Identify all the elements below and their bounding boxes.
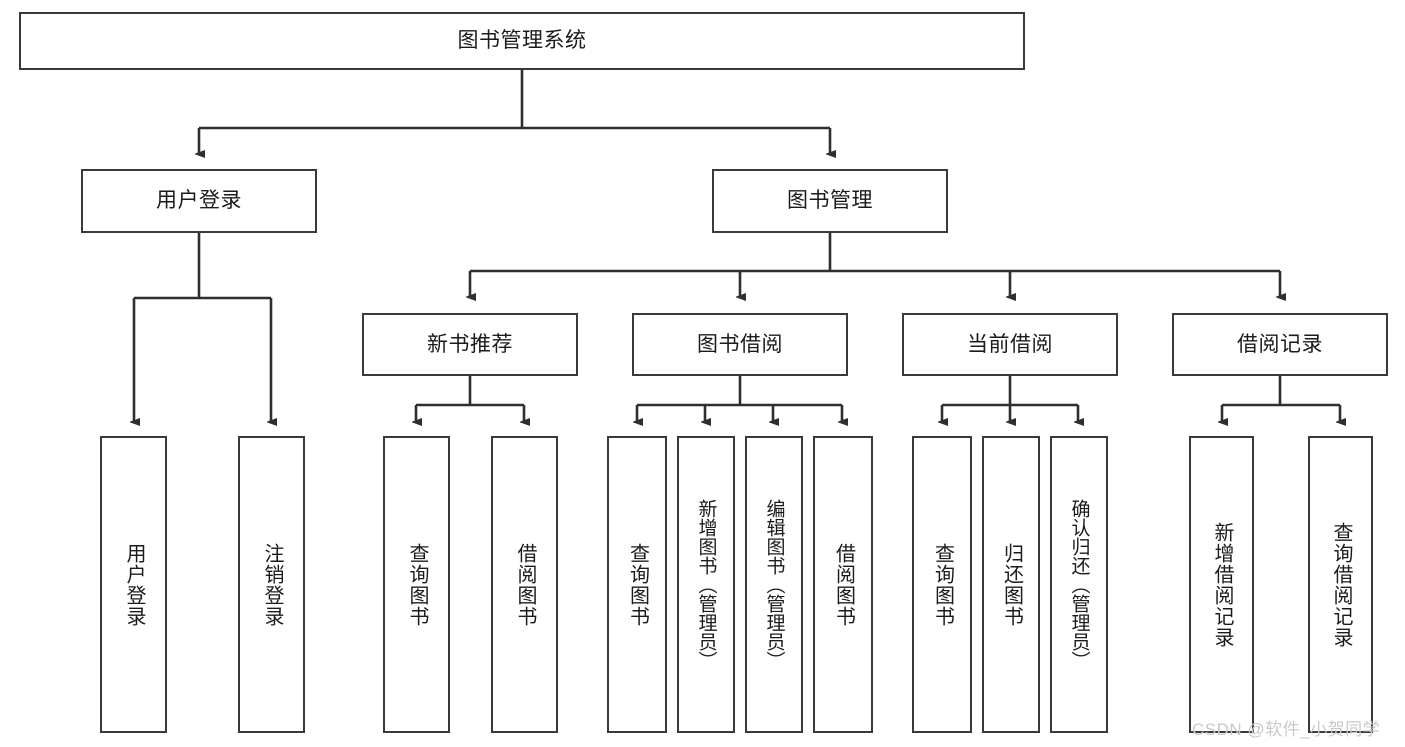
node-label: 借阅图书 — [832, 542, 855, 627]
node-label: 确认归还（管理员） — [1068, 499, 1090, 670]
node-label: 当前借阅 — [967, 332, 1053, 356]
leaf-borrow-query-book[interactable]: 查询图书 — [607, 436, 667, 733]
node-label: 新增图书（管理员） — [695, 499, 717, 670]
node-borrow-record[interactable]: 借阅记录 — [1172, 313, 1388, 376]
node-book-management[interactable]: 图书管理 — [712, 169, 948, 233]
node-label: 借阅图书 — [514, 542, 536, 627]
leaf-current-return-book[interactable]: 归还图书 — [982, 436, 1040, 733]
watermark-text: CSDN @软件_小贺同学 — [1192, 720, 1381, 739]
leaf-current-query-book[interactable]: 查询图书 — [912, 436, 972, 733]
leaf-borrow-edit-book[interactable]: 编辑图书（管理员） — [745, 436, 803, 733]
node-book-borrow[interactable]: 图书借阅 — [632, 313, 848, 376]
leaf-user-login-login[interactable]: 用户登录 — [100, 436, 167, 733]
node-user-login[interactable]: 用户登录 — [81, 169, 317, 233]
node-label: 查询图书 — [626, 542, 649, 627]
node-label: 图书管理系统 — [457, 29, 587, 53]
leaf-borrow-borrow-book[interactable]: 借阅图书 — [813, 436, 873, 733]
node-label: 借阅记录 — [1237, 332, 1323, 356]
leaf-borrow-add-book[interactable]: 新增图书（管理员） — [677, 436, 735, 733]
leaf-current-confirm-return[interactable]: 确认归还（管理员） — [1050, 436, 1108, 733]
node-label: 用户登录 — [156, 189, 242, 213]
node-label: 注销登录 — [261, 542, 283, 627]
node-label: 查询图书 — [406, 542, 428, 627]
node-root-system[interactable]: 图书管理系统 — [19, 12, 1025, 70]
leaf-recommend-borrow-book[interactable]: 借阅图书 — [491, 436, 558, 733]
leaf-record-query-record[interactable]: 查询借阅记录 — [1308, 436, 1373, 733]
leaf-record-add-record[interactable]: 新增借阅记录 — [1189, 436, 1254, 733]
node-label: 查询图书 — [931, 542, 954, 627]
node-current-borrow[interactable]: 当前借阅 — [902, 313, 1118, 376]
node-new-book-recommend[interactable]: 新书推荐 — [362, 313, 578, 376]
node-label: 查询借阅记录 — [1330, 521, 1352, 648]
leaf-user-login-logout[interactable]: 注销登录 — [238, 436, 305, 733]
node-label: 新书推荐 — [427, 332, 513, 356]
node-label: 用户登录 — [123, 542, 145, 627]
node-label: 图书借阅 — [697, 332, 783, 356]
node-label: 新增借阅记录 — [1211, 521, 1233, 648]
node-label: 归还图书 — [1000, 542, 1023, 627]
node-label: 编辑图书（管理员） — [763, 499, 785, 670]
node-label: 图书管理 — [787, 189, 873, 213]
leaf-recommend-query-book[interactable]: 查询图书 — [383, 436, 450, 733]
